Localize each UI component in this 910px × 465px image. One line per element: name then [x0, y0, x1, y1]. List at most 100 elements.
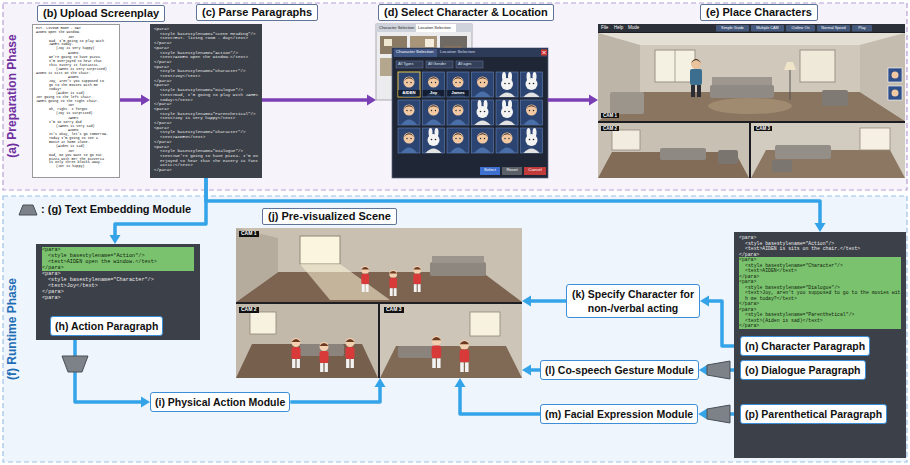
screenplay-page: (b) Upload ScreenplayEXT. LIVING ROOM - … [32, 24, 120, 178]
phase-label: (f) Runtime Phase [5, 278, 19, 380]
ui-label: CAM 3 [384, 307, 404, 313]
screenplay-line: (Joy is very happy) [56, 47, 116, 51]
ui-label: Mode [628, 25, 639, 30]
paragraph-panel: <para><style basestylename="Action"/><te… [36, 244, 200, 340]
xml-line: </para> [154, 41, 258, 46]
ui-label: All Gender [428, 62, 446, 66]
box-label: (n) Character Paragraph [745, 339, 865, 353]
ui-label: Multiple CAM [751, 26, 784, 30]
ui-label: Simple Guide [716, 26, 749, 30]
xml-line: <text>We're going to have pizza. I'm ove… [160, 154, 258, 168]
screenplay-line: (JOY is happy) [56, 165, 116, 169]
xml-line: <para> [154, 145, 258, 150]
ui-label: CAM 3 [754, 126, 772, 131]
process-box: (m) Facial Expression Module [540, 404, 698, 424]
xml-line: <para> [154, 65, 258, 70]
process-box: (p) Parenthetical Paragraph [740, 404, 887, 424]
flow-arrow [455, 378, 541, 414]
xml-line: <para> [154, 126, 258, 131]
flow-arrow [290, 378, 385, 402]
ui-label: CAM 2 [239, 307, 259, 313]
ui-label: Location Selection [440, 50, 475, 55]
text-embedding-symbol [707, 361, 730, 379]
screenplay-line: Dad, Do you want to go eat pizza with me… [49, 154, 109, 166]
phase-band: (a) Preparation Phase(b) Upload Screenpl… [3, 3, 907, 190]
ui-label: James [447, 91, 469, 96]
ui-label: Reset [502, 168, 522, 173]
pre-visualized-scene-illustration [236, 228, 522, 378]
xml-line: <para> [154, 83, 258, 88]
panel-heading: (b) Upload Screenplay [37, 5, 165, 22]
process-box: (o) Dialogue Paragraph [740, 360, 866, 380]
xml-line: <style basestylename="Dialogue"/> [160, 88, 258, 93]
flow-arrow [262, 95, 376, 106]
xml-line: <style basestylename="Scene Heading"/> [160, 32, 258, 37]
panel-heading: (j) Pre-visualized Scene [262, 208, 397, 225]
xml-line: <text>Joy is Very happy</text> [160, 116, 258, 121]
ui-label: CAM 2 [601, 126, 619, 131]
panel-heading: (d) Select Character & Location [378, 4, 554, 21]
flow-arrow [206, 178, 826, 232]
xml-line: <text>AIDEN</text> [160, 135, 258, 140]
xml-line: </para> [739, 323, 901, 329]
legend-label: : (g) Text Embedding Module [41, 202, 191, 216]
xml-line: <text>Joy</text> [42, 283, 194, 289]
ui-label: Normal Speed [817, 26, 850, 30]
xml-line: </para> [154, 60, 258, 65]
box-label: (o) Dialogue Paragraph [745, 363, 861, 377]
placement-editor: (e) Place CharactersFileHelpModeSimple G… [598, 24, 905, 178]
panel-heading: (e) Place Characters [700, 4, 818, 21]
screenplay-line: Dad, I'm going to play with JAMES today. [49, 40, 109, 48]
ui-label: All Types [398, 62, 413, 66]
phase-band: (f) Runtime Phase<para><style basestylen… [3, 196, 907, 462]
ui-label: CAM 1 [239, 231, 259, 237]
flow-arrow [75, 336, 150, 408]
screenplay-line: Joy, aren't you supposed to go to the mo… [49, 80, 109, 92]
xml-line: <style basestylename="Character"/> [160, 130, 258, 135]
xml-line: <style basestylename="Character"/> [42, 277, 194, 283]
box-label: (i) Physical Action Module [155, 395, 285, 409]
xml-line: <para> [154, 27, 258, 32]
phase-bands [3, 3, 907, 462]
xml-line: <para> [42, 271, 194, 277]
ui-label: Play [852, 26, 872, 30]
xml-line: </para> [154, 79, 258, 84]
xml-line: <style basestylename="Dialogue"/> [160, 149, 258, 154]
flow-arrow [120, 95, 150, 106]
ui-label: CAM 1 [601, 113, 619, 118]
xml-line: <text>Joy, aren't you supposed to go to … [739, 290, 901, 301]
scene-view: (j) Pre-visualized SceneCAM 1CAM 2CAM 3 [236, 228, 522, 378]
ui-label: AIDEN [398, 91, 420, 96]
placement-editor-illustration [598, 24, 905, 178]
process-box: (k) Specify Character for non-/verbal ac… [566, 284, 700, 318]
box-label: (l) Co-speech Gesture Module [545, 363, 694, 377]
xml-line: </para> [154, 102, 258, 107]
ui-label: File [601, 25, 608, 30]
xml-line: <text>AIDEN open the window.</text> [160, 55, 258, 60]
box-label: (k) Specify Character for non-/verbal ac… [571, 287, 695, 315]
process-box: (l) Co-speech Gesture Module [540, 360, 699, 380]
ui-label: Cancel [524, 168, 546, 173]
xml-line: <para> [154, 46, 258, 51]
process-box: (h) Action Paragraph [50, 316, 163, 336]
xml-line: </para> [154, 140, 258, 145]
xml-line: <style basestylename="Action"/> [160, 51, 258, 56]
ui-label: All ages [458, 62, 472, 66]
screenplay-line: (Joy is surprised) [56, 112, 116, 116]
ui-label: Location Selection [418, 26, 451, 31]
ui-label: Help [614, 25, 623, 30]
process-box: (n) Character Paragraph [740, 336, 870, 356]
text-embedding-symbol [62, 356, 88, 372]
panel-heading: (c) Parse Paragraphs [196, 4, 318, 21]
ui-label: Joy [423, 91, 445, 96]
box-label: (m) Facial Expression Module [545, 407, 693, 421]
legend-swatch [18, 203, 38, 216]
xml-line: <para> [739, 235, 901, 241]
xml-line: <text>Joy</text> [160, 74, 258, 79]
selection-ui: (d) Select Character & LocationCharacter… [376, 24, 548, 178]
text-embedding-symbol [707, 405, 730, 423]
xml-line: </para> [154, 168, 258, 173]
screenplay-line: JAMES going to the right chair. [36, 100, 116, 104]
xml-line: </para> [154, 121, 258, 126]
